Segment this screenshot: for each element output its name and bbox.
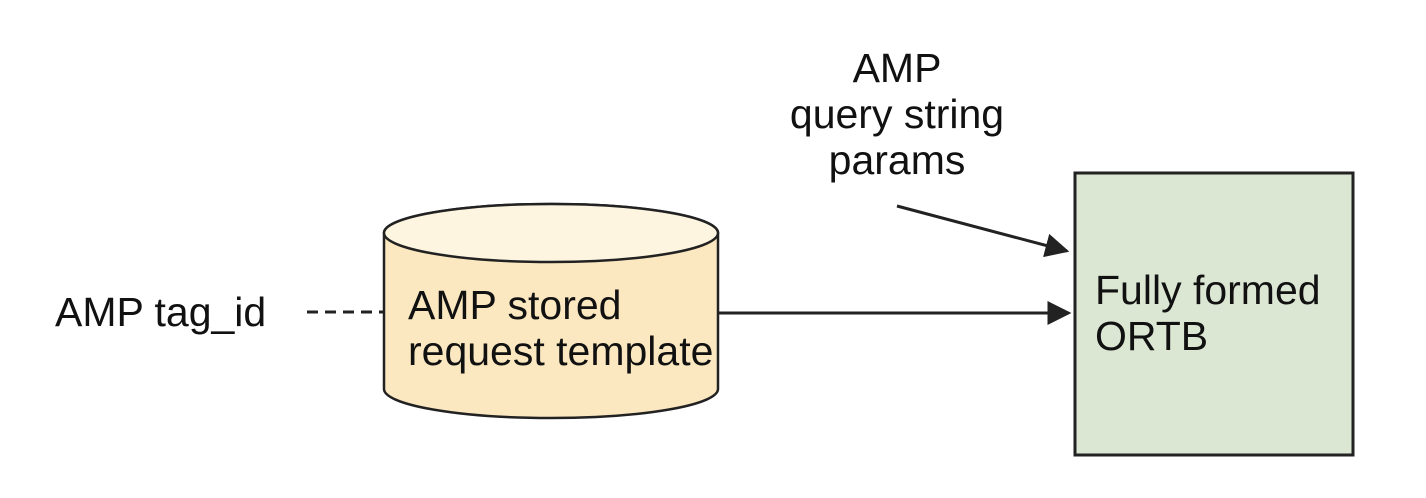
ortb-box-label: Fully formed ORTB (1095, 267, 1321, 359)
tag-id-label: AMP tag_id (55, 289, 267, 335)
stored-request-label: AMP stored request template (408, 282, 714, 374)
ortb-box (1073, 171, 1355, 457)
query-params-to-ortb-arrow (896, 204, 1070, 258)
stored-request-cylinder-top (382, 202, 720, 264)
query-params-label: AMP query string params (789, 45, 1005, 183)
